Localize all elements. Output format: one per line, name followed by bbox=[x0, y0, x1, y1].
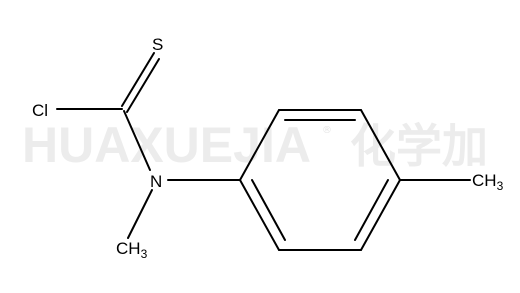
ring-double-left bbox=[251, 179, 286, 241]
methyl-ring-main: CH bbox=[472, 171, 497, 190]
bond-c-n bbox=[123, 110, 151, 171]
ring-bond-4 bbox=[360, 179, 401, 251]
ring-bond-1 bbox=[239, 109, 280, 181]
watermark-registered-mark: ® bbox=[322, 125, 332, 136]
watermark-latin: HUAXUEJIA bbox=[22, 117, 311, 173]
watermark-cjk: 化学加 bbox=[350, 119, 488, 173]
methyl-n-sub: 3 bbox=[141, 247, 148, 261]
methyl-ring-sub: 3 bbox=[497, 179, 504, 193]
ring-bond-6 bbox=[239, 179, 280, 251]
ring-double-right bbox=[354, 179, 389, 241]
atom-nitrogen: N bbox=[150, 172, 162, 191]
watermark: HUAXUEJIA ® 化学加 bbox=[22, 117, 488, 173]
atom-chlorine: Cl bbox=[32, 101, 48, 120]
bonds bbox=[56, 52, 471, 251]
atom-methyl-n: CH3 bbox=[116, 239, 148, 261]
ring-bond-3 bbox=[360, 109, 401, 181]
methyl-n-main: CH bbox=[116, 239, 141, 258]
atom-methyl-ring: CH3 bbox=[472, 171, 504, 193]
atom-sulfur: S bbox=[152, 35, 163, 54]
atom-labels: S Cl N CH3 CH3 bbox=[32, 35, 504, 261]
bond-c-s-1 bbox=[121, 52, 155, 107]
bond-n-methyl bbox=[127, 189, 153, 239]
bond-c-s-2 bbox=[126, 58, 160, 113]
